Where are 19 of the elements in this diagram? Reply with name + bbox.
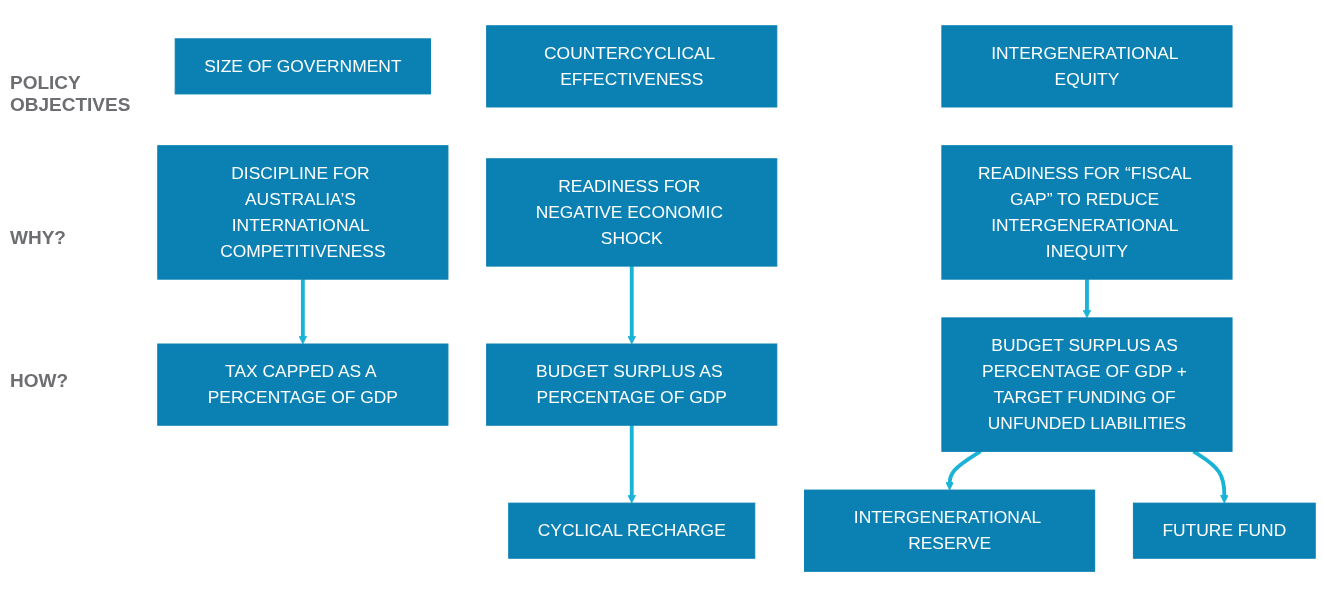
node-box: INTERGENERATIONAL RESERVE — [804, 489, 1096, 572]
node-box: CYCLICAL RECHARGE — [508, 502, 756, 559]
node-box: TAX CAPPED AS A PERCENTAGE OF GDP — [157, 343, 449, 426]
row-heading: HOW? — [10, 370, 70, 393]
node-box: READINESS FOR “FISCAL GAP” TO REDUCE INTERGENERATIONAL INEQUITY — [941, 145, 1233, 280]
arrow — [298, 279, 308, 345]
node-box: DISCIPLINE FOR AUSTRALIA’S INTERNATIONAL COMPETITIVENESS — [157, 145, 449, 280]
node-box: COUNTERCYCLICAL EFFECTIVENESS — [486, 25, 778, 108]
node-box: BUDGET SURPLUS AS PERCENTAGE OF GDP + TARGET FUNDING OF UNFUNDED LIABILITIES — [941, 317, 1233, 452]
row-heading: WHY? — [10, 226, 67, 249]
node-box: READINESS FOR NEGATIVE ECONOMIC SHOCK — [486, 158, 778, 267]
node-box: SIZE OF GOVERNMENT — [174, 38, 432, 95]
arrow — [627, 266, 636, 345]
row-heading: POLICY OBJECTIVES — [10, 71, 132, 116]
arrow — [1082, 279, 1092, 319]
arrow — [627, 425, 636, 504]
node-box: BUDGET SURPLUS AS PERCENTAGE OF GDP — [486, 343, 778, 426]
node-box: INTERGENERATIONAL EQUITY — [941, 25, 1233, 108]
node-box: FUTURE FUND — [1132, 502, 1316, 559]
